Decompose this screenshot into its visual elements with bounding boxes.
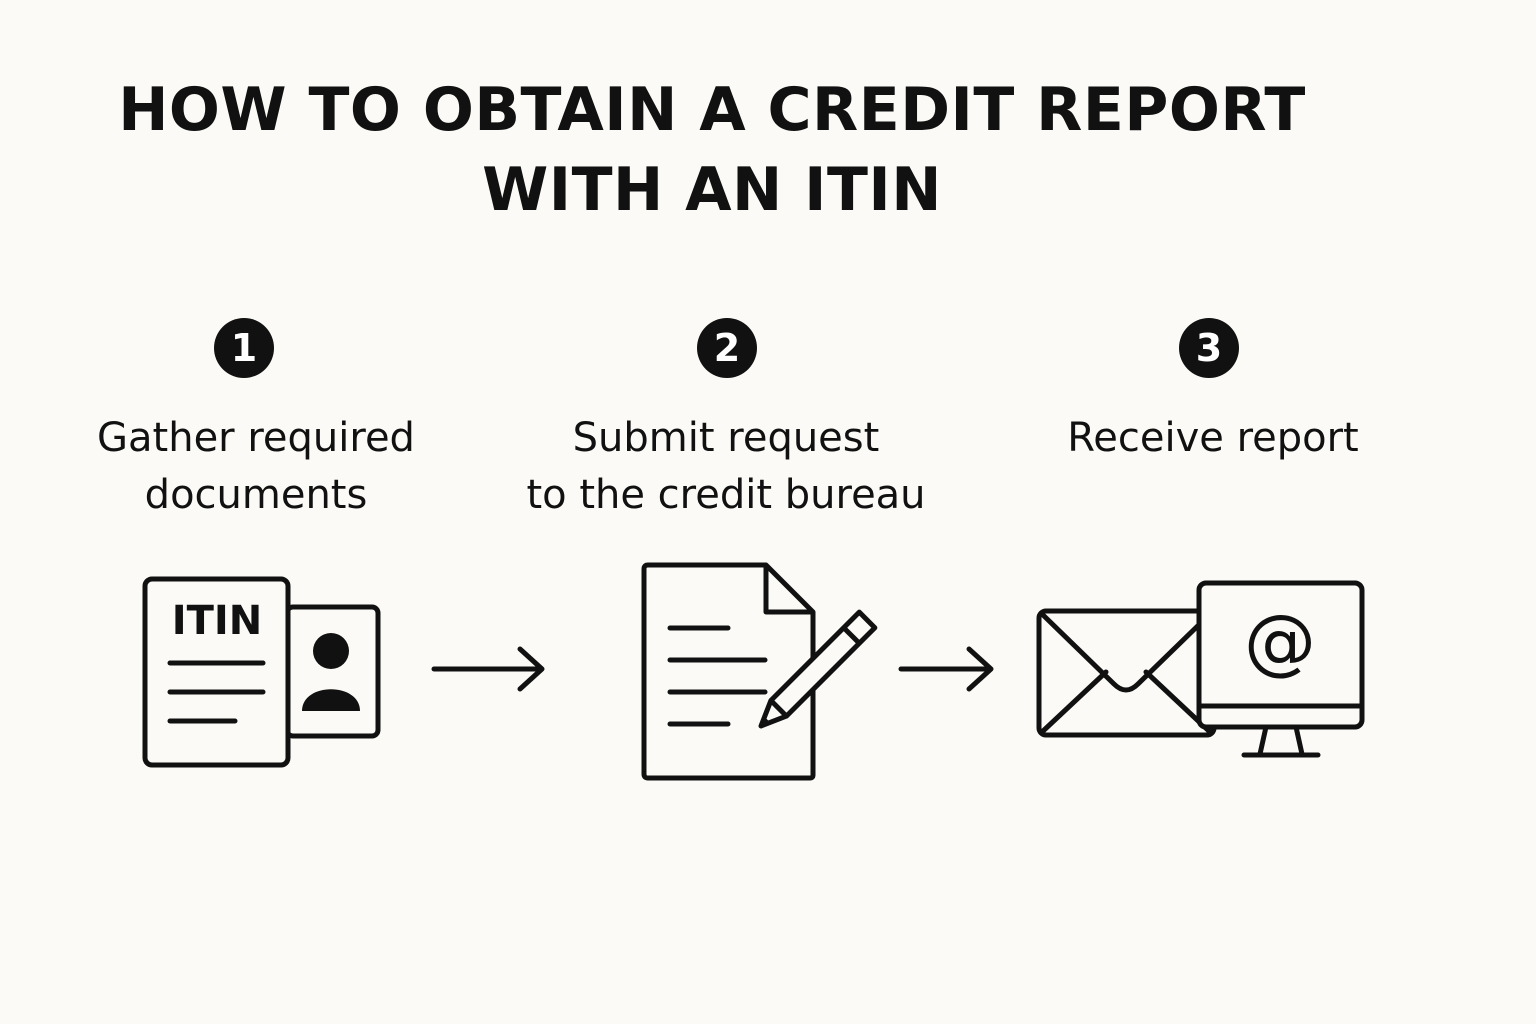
step-2-label-line-1: Submit request <box>572 415 880 461</box>
page-title: HOW TO OBTAIN A CREDIT REPORT WITH AN IT… <box>0 70 1424 230</box>
step-1-label-line-2: documents <box>144 472 368 518</box>
title-line-2: WITH AN ITIN <box>482 155 942 225</box>
step-3-label: Receive report <box>983 410 1443 467</box>
envelope-shape <box>1036 608 1217 738</box>
person-body <box>302 689 360 711</box>
arrow-right-icon-2 <box>898 646 994 692</box>
step-2-label: Submit request to the credit bureau <box>496 410 956 524</box>
id-card-shape <box>284 604 381 739</box>
arrow-right-icon-1 <box>431 646 545 692</box>
step-2-number-badge: 2 <box>697 318 757 378</box>
paper-fold-corner <box>763 565 813 615</box>
step-3-label-line-1: Receive report <box>1067 415 1359 461</box>
step-1-number-badge: 1 <box>214 318 274 378</box>
title-line-1: HOW TO OBTAIN A CREDIT REPORT <box>118 75 1306 145</box>
envelope-flap <box>1040 612 1212 693</box>
step-3-number-badge: 3 <box>1179 318 1239 378</box>
paper-sheet <box>641 562 816 781</box>
itin-text: ITIN <box>172 598 263 644</box>
step-1-label-line-1: Gather required <box>97 415 415 461</box>
monitor-screen <box>1196 580 1365 730</box>
itin-document-icon: ITIN <box>142 576 381 768</box>
document-pencil-icon <box>641 562 878 781</box>
person-head <box>313 633 349 669</box>
monitor-stand <box>1257 724 1305 757</box>
envelope-monitor-icon: @ <box>1036 580 1365 758</box>
at-sign-icon: @ <box>1244 599 1316 683</box>
step-2-label-line-2: to the credit bureau <box>526 472 926 518</box>
pencil-icon <box>758 609 878 729</box>
step-1-label: Gather required documents <box>26 410 486 524</box>
